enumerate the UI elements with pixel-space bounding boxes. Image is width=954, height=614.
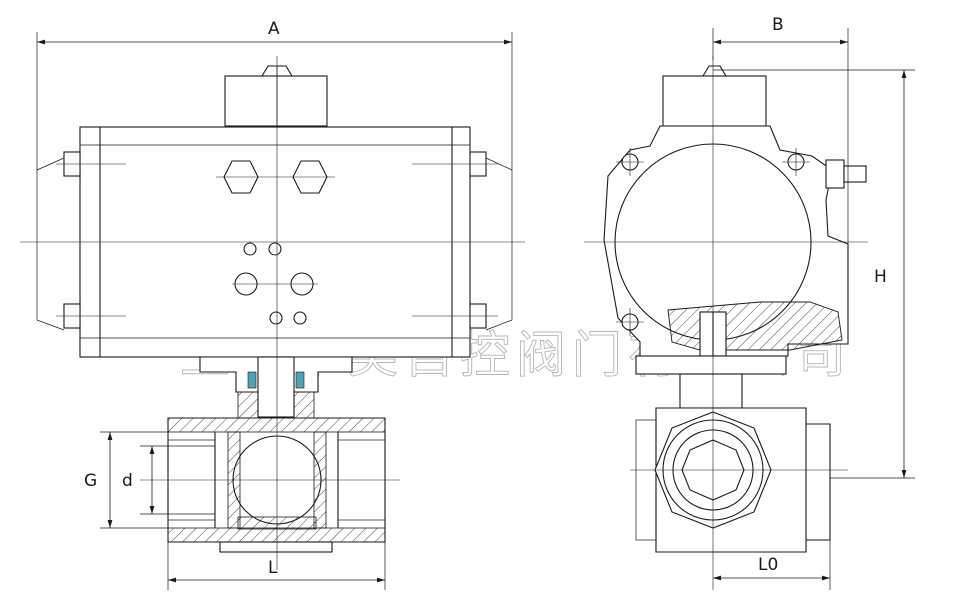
dim-label-d: d (122, 471, 133, 491)
actuator-top-boss (224, 75, 328, 127)
dim-label-G: G (84, 471, 97, 491)
side-screw-head (825, 159, 845, 189)
side-section-hatch (667, 301, 843, 351)
port-small-4 (293, 311, 307, 325)
bottom-cap (219, 541, 333, 553)
dim-label-B: B (772, 15, 784, 35)
dim-label-L: L (268, 558, 278, 578)
side-view: B H L0 (584, 15, 915, 590)
side-screw-shank (843, 165, 867, 183)
stem-neck (257, 356, 295, 418)
dim-label-H: H (874, 267, 887, 287)
front-view: A G d L (20, 19, 525, 590)
port-small-3 (269, 311, 283, 325)
dim-label-A: A (268, 19, 280, 39)
port-small-2 (268, 242, 282, 256)
seal-left (247, 371, 257, 389)
side-top-boss (662, 75, 767, 127)
side-flange (635, 355, 787, 375)
seal-right (295, 371, 305, 389)
dim-label-L0: L0 (758, 555, 778, 575)
port-small-1 (243, 242, 257, 256)
side-neck (679, 373, 743, 409)
